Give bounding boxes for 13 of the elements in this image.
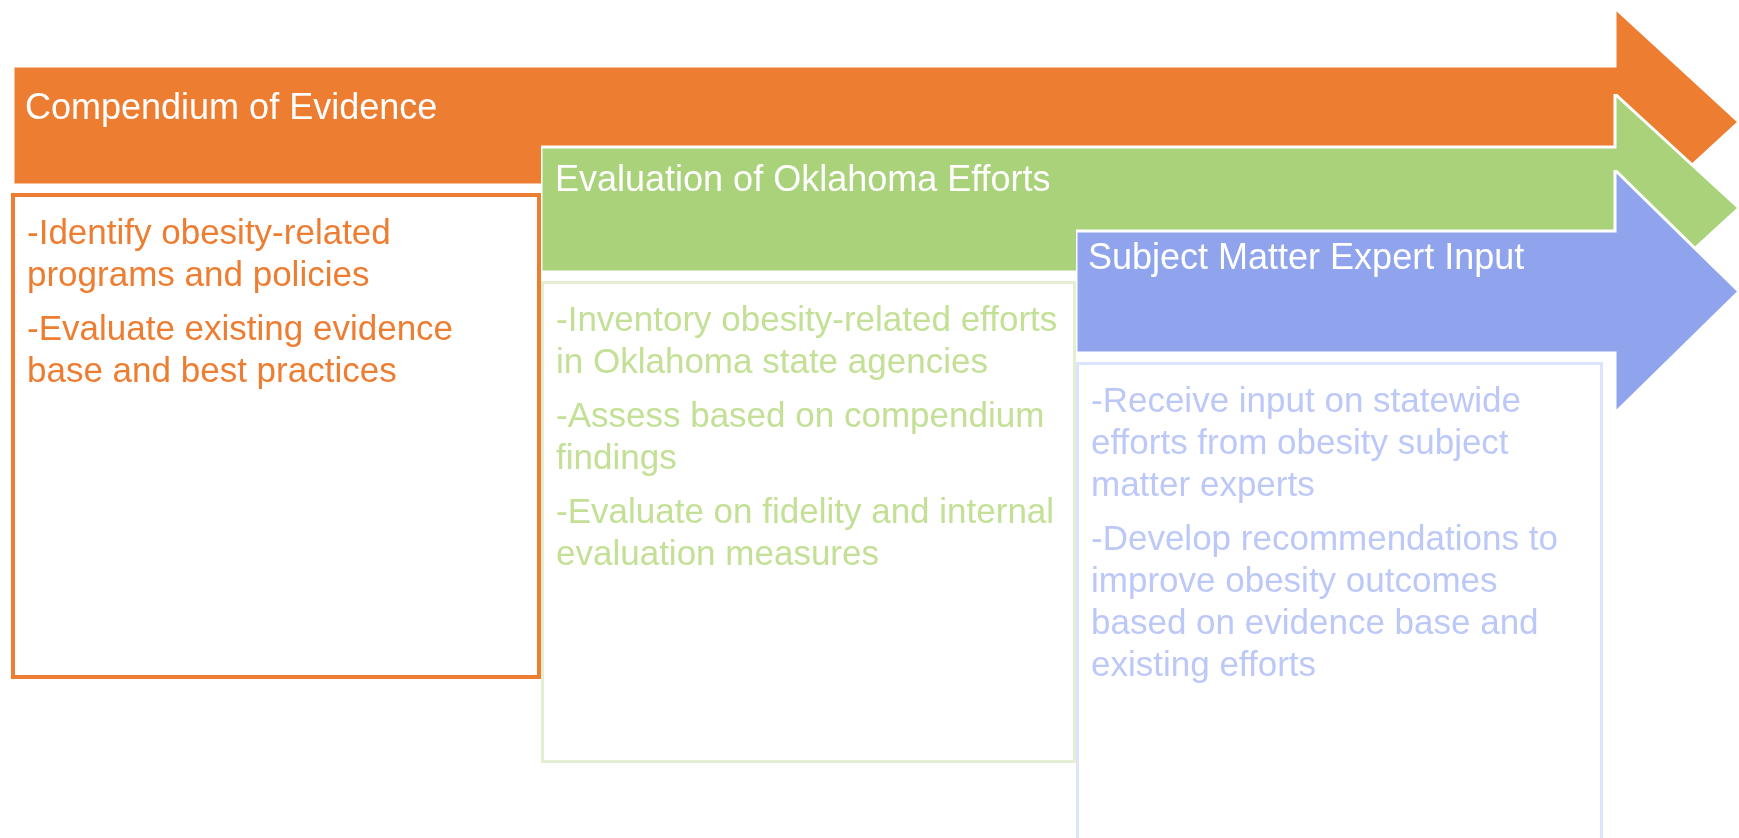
bullet-text: -Evaluate on fidelity and internal evaluation measures	[556, 490, 1056, 574]
text-panel	[541, 281, 1076, 763]
bullet-text: -Evaluate existing evidence base and best practices	[27, 307, 455, 391]
bullet-text: -Identify obesity-related programs and policies	[27, 211, 392, 295]
bullet-text: -Inventory obesity-related efforts in Oklahoma state agencies	[556, 298, 1059, 382]
bullet-text: -Receive input on statewide efforts from obesity subject matter experts	[1091, 379, 1522, 505]
text-panel	[1076, 362, 1603, 838]
bullet-text: -Assess based on compendium findings	[556, 394, 1046, 478]
arrow-heading: Subject Matter Expert Input	[1088, 236, 1525, 278]
arrow-heading: Evaluation of Oklahoma Efforts	[555, 158, 1051, 200]
arrow-heading: Compendium of Evidence	[25, 86, 438, 128]
text-panel	[11, 193, 541, 679]
bullet-text: -Develop recommendations to improve obesity outcomes based on evidence base and existing efforts	[1091, 517, 1559, 685]
